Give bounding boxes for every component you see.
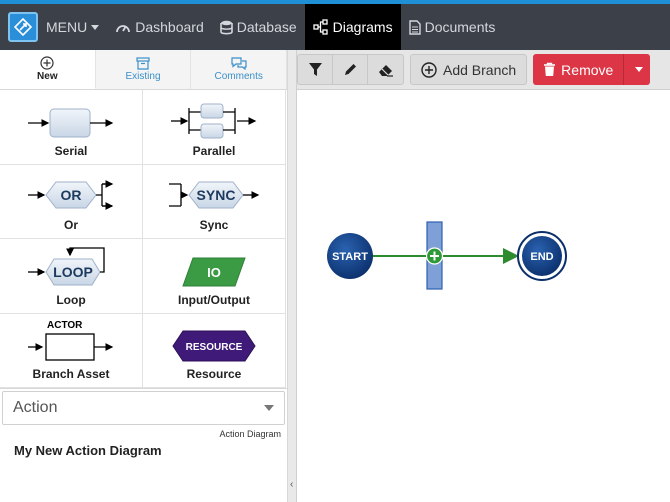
parallel-shape-icon	[171, 103, 257, 138]
plus-circle-icon	[40, 56, 54, 70]
plus-circle-icon	[421, 61, 437, 78]
tab-label: Existing	[125, 71, 161, 82]
document-icon	[408, 19, 421, 35]
branch-node-selected[interactable]	[425, 221, 444, 290]
nav-item-label: Dashboard	[135, 19, 204, 35]
filter-button[interactable]	[298, 55, 333, 84]
palette-item-label: Or	[63, 218, 78, 232]
or-shape-text: OR	[61, 187, 82, 203]
comments-icon	[231, 57, 247, 70]
eraser-button[interactable]	[368, 55, 403, 84]
actor-shape-text: ACTOR	[47, 320, 83, 331]
panel-splitter[interactable]: ‹	[288, 50, 297, 502]
resource-shape-text: RESOURCE	[186, 342, 243, 353]
nav-item-documents[interactable]: Documents	[401, 4, 504, 50]
nav-menu[interactable]: MENU	[38, 4, 107, 50]
nav-item-dashboard[interactable]: Dashboard	[107, 4, 212, 50]
palette-item-label: Serial	[54, 143, 88, 158]
add-branch-label: Add Branch	[443, 61, 517, 78]
chevron-down-icon	[264, 405, 274, 411]
nav-item-label: Documents	[424, 19, 496, 35]
diagram-type-value: Action	[13, 399, 58, 416]
trash-icon	[544, 62, 556, 76]
nav-item-diagrams[interactable]: Diagrams	[304, 4, 401, 50]
palette-item-input-output[interactable]: IO Input/Output	[143, 239, 286, 314]
diagram-sidebar: New Existing Comments Serial	[0, 50, 288, 502]
sync-shape-text: SYNC	[197, 187, 236, 203]
palette-item-label: Input/Output	[178, 292, 250, 307]
eraser-icon	[378, 64, 393, 77]
serial-shape-icon	[28, 108, 114, 137]
tool-button-group	[297, 54, 404, 85]
tab-existing[interactable]: Existing	[96, 50, 192, 89]
dashboard-icon	[116, 25, 131, 33]
start-node[interactable]: START	[327, 233, 373, 279]
palette-item-label: Loop	[56, 292, 86, 307]
app-logo-icon[interactable]	[8, 12, 38, 42]
navbar: MENU Dashboard Database Diagrams Documen…	[0, 4, 670, 50]
tab-comments[interactable]: Comments	[191, 50, 288, 89]
remove-dropdown-toggle[interactable]	[624, 54, 650, 85]
tab-label: Comments	[214, 71, 263, 82]
chevron-down-icon	[635, 67, 644, 72]
nav-item-database[interactable]: Database	[212, 4, 305, 50]
add-branch-button[interactable]: Add Branch	[410, 54, 528, 85]
diagram-canvas[interactable]: START END	[297, 90, 670, 502]
palette-item-resource[interactable]: RESOURCE Resource	[143, 313, 286, 388]
nav-item-label: Database	[236, 19, 297, 35]
end-node-label: END	[530, 251, 553, 263]
or-shape-icon: OR	[28, 180, 114, 210]
palette-item-label: Branch Asset	[32, 367, 110, 381]
remove-button[interactable]: Remove	[533, 54, 625, 85]
pencil-button[interactable]	[333, 55, 368, 84]
start-node-label: START	[332, 251, 368, 263]
palette-item-parallel[interactable]: Parallel	[143, 90, 286, 165]
diagram-name[interactable]: My New Action Diagram	[14, 443, 162, 458]
io-shape-icon: IO	[182, 257, 246, 286]
diagram-type-caption: Action Diagram	[219, 429, 281, 439]
palette-item-loop[interactable]: LOOP Loop	[0, 239, 143, 314]
actor-shape-icon: ACTOR	[28, 320, 114, 361]
tab-new[interactable]: New	[0, 50, 96, 89]
sync-shape-icon: SYNC	[169, 181, 260, 209]
chevron-down-icon	[91, 24, 100, 30]
diagram-type-select[interactable]: Action	[2, 391, 285, 425]
palette-item-label: Parallel	[192, 143, 236, 158]
shape-palette: Serial Parallel OR Or	[0, 90, 287, 389]
sidebar-tabs: New Existing Comments	[0, 50, 288, 90]
palette-item-label: Sync	[199, 218, 229, 232]
nav-item-label: Diagrams	[332, 19, 393, 35]
filter-icon	[308, 63, 322, 76]
pencil-icon	[344, 64, 356, 75]
palette-item-serial[interactable]: Serial	[0, 90, 143, 165]
io-shape-text: IO	[207, 265, 221, 280]
collapse-left-icon[interactable]: ‹	[290, 479, 294, 490]
top-accent-line	[0, 0, 670, 4]
end-node[interactable]: END	[517, 231, 567, 281]
diagram-icon	[313, 19, 328, 35]
remove-button-group: Remove	[533, 54, 651, 85]
canvas-toolbar: Add Branch Remove	[297, 50, 670, 90]
nav-menu-label: MENU	[46, 19, 88, 35]
loop-shape-icon: LOOP	[28, 246, 105, 285]
palette-item-label: Resource	[186, 367, 242, 381]
loop-shape-text: LOOP	[53, 264, 93, 280]
database-icon	[219, 20, 233, 34]
palette-item-or[interactable]: OR Or	[0, 164, 143, 239]
palette-item-branch-asset[interactable]: ACTOR Branch Asset	[0, 313, 143, 388]
palette-item-sync[interactable]: SYNC Sync	[143, 164, 286, 239]
archive-icon	[136, 57, 150, 70]
remove-label: Remove	[561, 61, 614, 78]
resource-shape-icon: RESOURCE	[172, 330, 256, 362]
tab-label: New	[37, 71, 58, 82]
diagram-svg: START END	[327, 221, 567, 290]
